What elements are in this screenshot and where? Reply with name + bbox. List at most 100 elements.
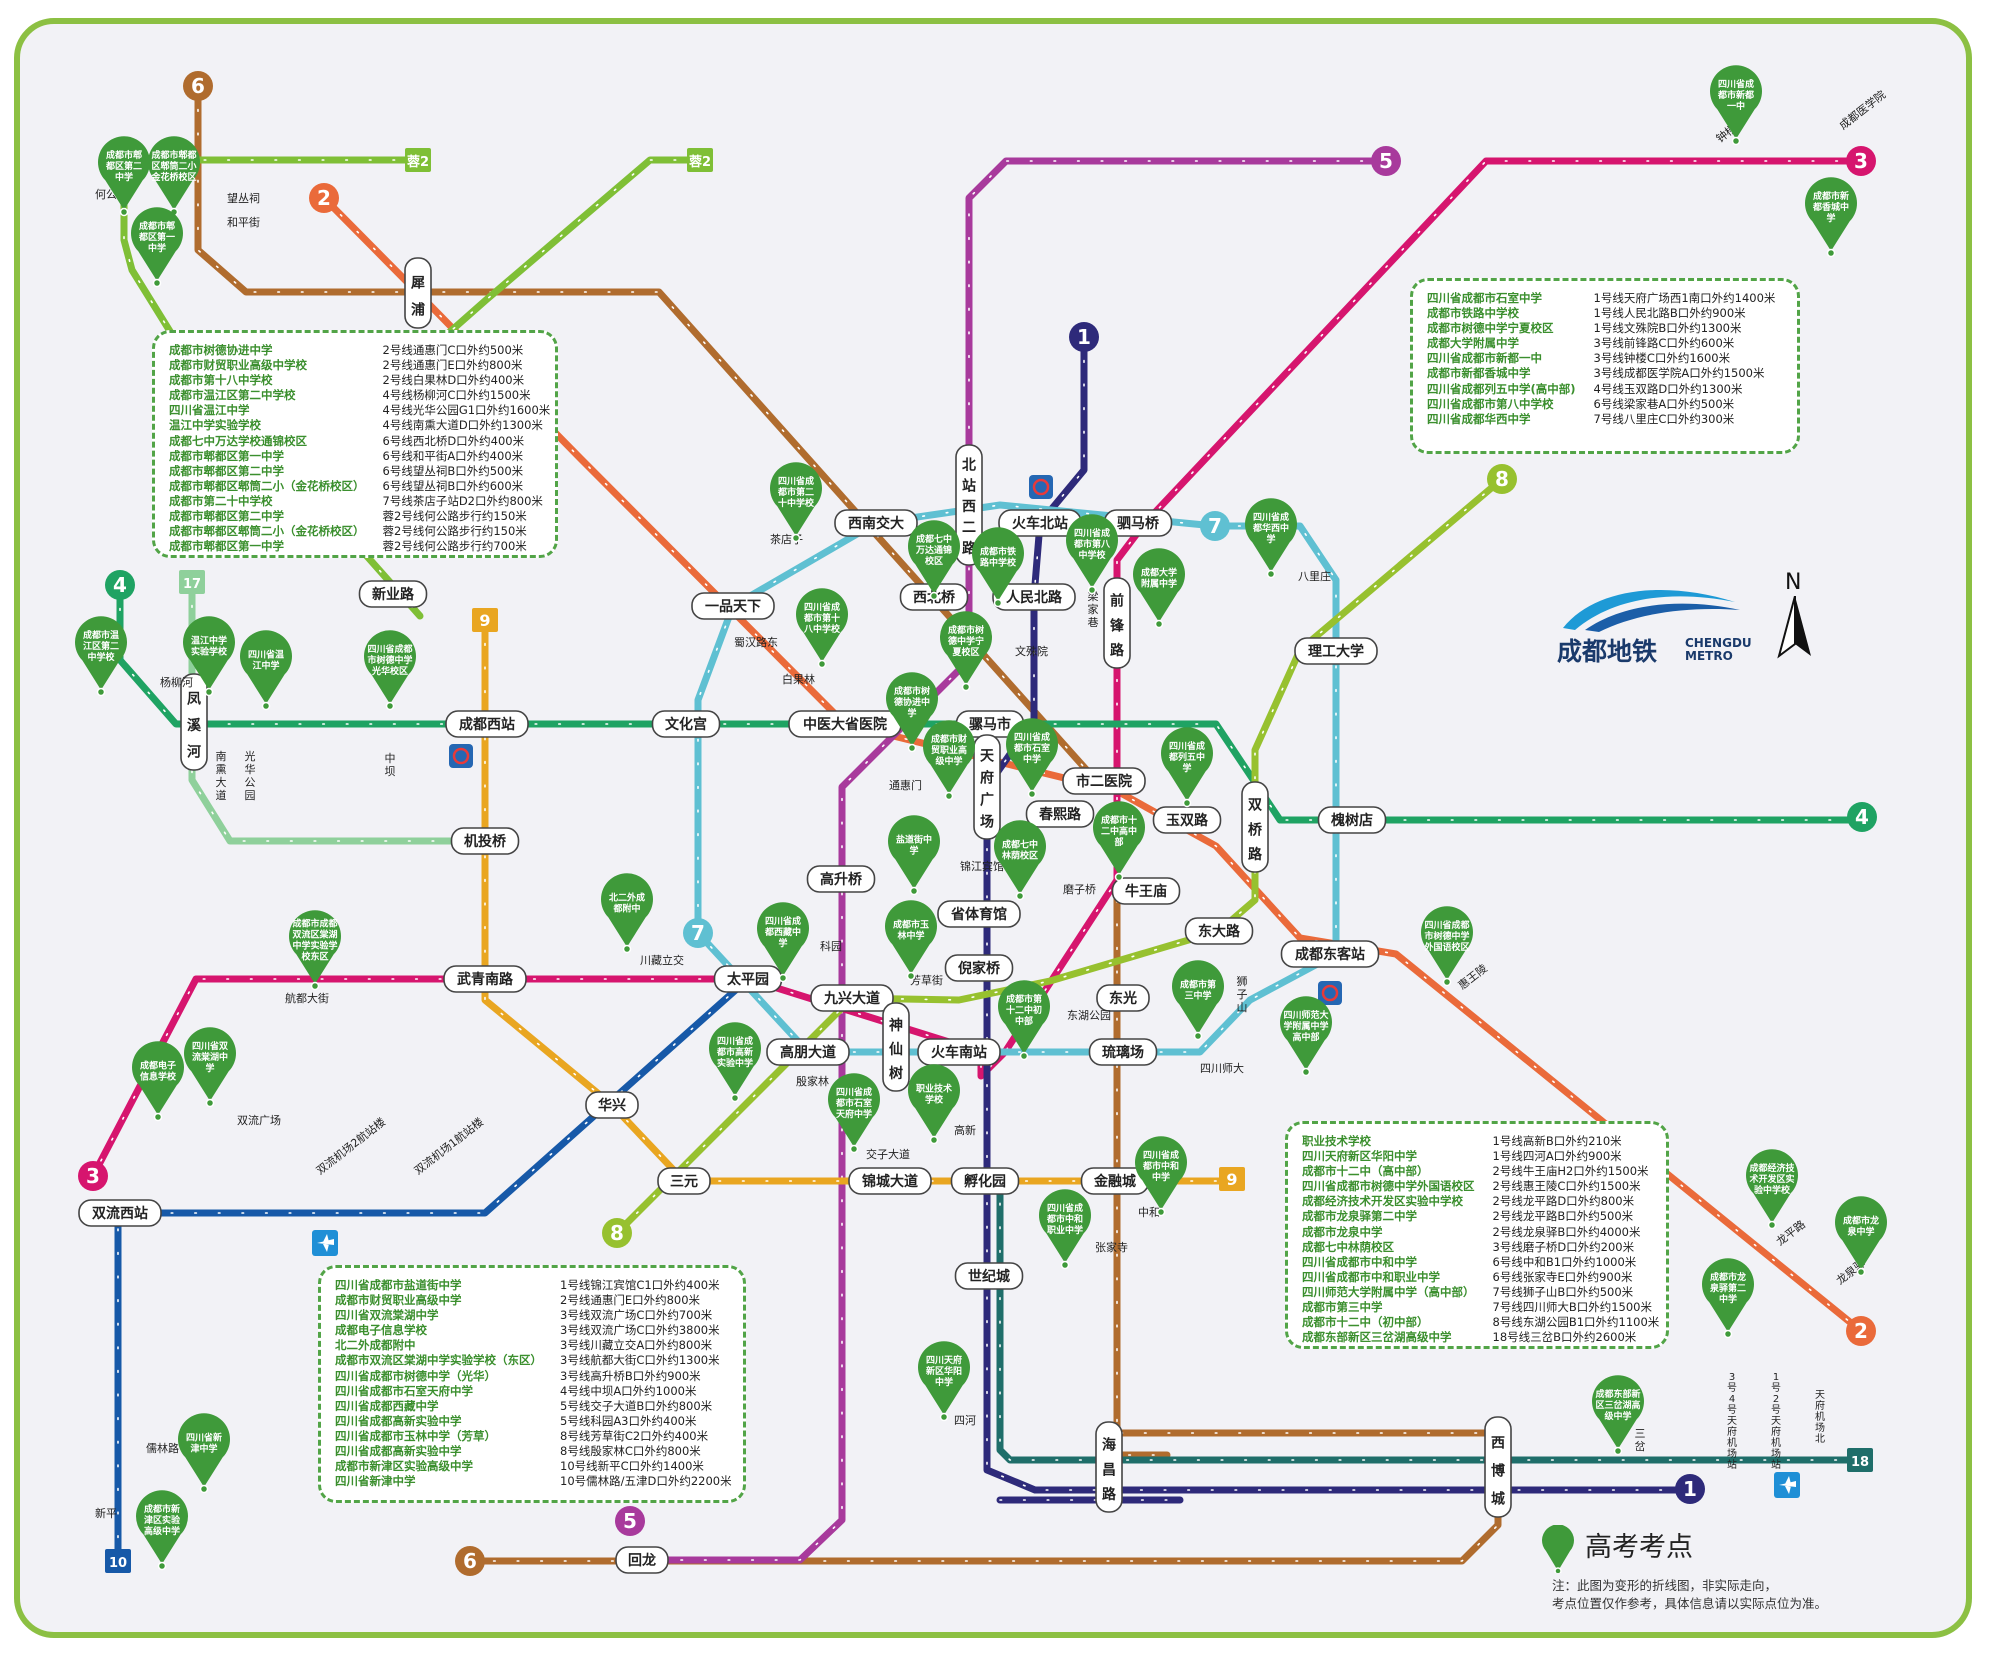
- station-label[interactable]: 牛王庙: [1111, 877, 1181, 905]
- line-badge[interactable]: 2: [1846, 1316, 1876, 1346]
- exam-site-pin[interactable]: 四川省成都列五中学四川省成都列五中学: [1161, 727, 1213, 808]
- exam-site-pin[interactable]: 成都市树德中学宁夏校区成都市树德中学宁夏校区: [940, 611, 992, 692]
- station-label[interactable]: 东大路: [1184, 917, 1254, 945]
- station-label[interactable]: 金融城: [1080, 1167, 1150, 1195]
- exam-site-pin[interactable]: 四川省成都市中和中学四川省成都市中和中学: [1135, 1136, 1187, 1217]
- station-label[interactable]: 武青南路: [443, 965, 527, 993]
- station-label[interactable]: 中医大省医院: [788, 710, 902, 738]
- station-label[interactable]: 东光: [1096, 984, 1150, 1012]
- exam-site-pin[interactable]: 成都市郫都区郫筒二小金花桥校区成都市郫都区郫筒二小(金花桥校区): [148, 136, 201, 217]
- exam-site-pin[interactable]: 四川省成都市树德中学外国语校区四川省成都市树德中学外国语校区: [1421, 906, 1473, 987]
- exam-site-pin[interactable]: 四川省成都华西中学四川省成都华西中学: [1245, 498, 1298, 579]
- station-label[interactable]: 文化宫: [651, 710, 721, 738]
- station-label[interactable]: 西南交大: [834, 509, 918, 537]
- station-label[interactable]: 高升桥: [806, 865, 876, 893]
- exam-site-pin[interactable]: 成都经济技术开发区实验中学校成都经济技术开发区实验中学校: [1746, 1149, 1799, 1230]
- exam-site-pin[interactable]: 四川省成都市第八中学校四川省成都市第八中学校: [1066, 514, 1118, 595]
- exam-site-pin[interactable]: 成都市玉林中学成都市玉林中学: [884, 900, 937, 981]
- exam-site-pin[interactable]: 四川天府新区华阳中学四川天府新区华阳中学: [918, 1341, 971, 1422]
- exam-site-pin[interactable]: 四川省成都市树德中学光华校区四川省成都市树德中学(光华校区): [364, 630, 416, 711]
- exam-site-pin[interactable]: 四川省成都西藏中学四川省成都西藏中学: [757, 902, 810, 983]
- station-label[interactable]: 火车南站: [917, 1038, 1001, 1066]
- exam-site-pin[interactable]: 四川省双流棠湖中学四川省双流棠湖中学: [183, 1027, 236, 1108]
- line-badge-square[interactable]: 10: [105, 1549, 131, 1573]
- exam-site-pin[interactable]: 成都市新津区实验高级中学成都市新津区实验高级中学: [136, 1490, 188, 1571]
- station-label[interactable]: 九兴大道: [810, 984, 894, 1012]
- exam-site-pin[interactable]: 四川省成都市第二十中学校四川省成都市第二十中学校: [770, 462, 823, 543]
- line-badge[interactable]: 3: [78, 1161, 108, 1191]
- station-label[interactable]: 琉璃场: [1088, 1038, 1158, 1066]
- station-label[interactable]: 华兴: [585, 1091, 639, 1119]
- exam-site-pin[interactable]: 四川省新津中学四川省新津中学: [178, 1413, 231, 1494]
- line-badge[interactable]: 6: [183, 71, 213, 101]
- exam-site-pin[interactable]: 成都市郫都区第二中学成都市郫都区第二中学: [98, 136, 150, 217]
- station-label[interactable]: 槐树店: [1317, 806, 1387, 834]
- line-badge-square[interactable]: 17: [179, 570, 205, 594]
- line-badge[interactable]: 4: [105, 570, 135, 600]
- line-badge[interactable]: 4: [1847, 802, 1877, 832]
- exam-site-pin[interactable]: 成都七中林荫校区成都七中林荫校区: [994, 820, 1047, 901]
- line-badge-square[interactable]: 蓉2: [405, 148, 431, 172]
- line-badge[interactable]: 1: [1675, 1474, 1705, 1504]
- line-badge-square[interactable]: 9: [1219, 1167, 1245, 1191]
- exam-site-pin[interactable]: 成都市树德协进中学成都市树德协进中学: [886, 672, 939, 753]
- line-badge[interactable]: 7: [1200, 511, 1230, 541]
- station-label[interactable]: 机投桥: [450, 827, 520, 855]
- line-badge[interactable]: 5: [1371, 146, 1401, 176]
- line-badge[interactable]: 6: [455, 1546, 485, 1576]
- station-label[interactable]: 驷马桥: [1103, 509, 1173, 537]
- station-label[interactable]: 新业路: [358, 580, 428, 608]
- station-label[interactable]: 倪家桥: [944, 954, 1014, 982]
- station-label[interactable]: 省体育馆: [937, 900, 1021, 928]
- line-badge[interactable]: 8: [602, 1218, 632, 1248]
- station-label[interactable]: 成都东客站: [1280, 940, 1380, 968]
- station-label[interactable]: 一品天下: [691, 592, 775, 620]
- line-badge[interactable]: 3: [1846, 146, 1876, 176]
- station-label-vertical[interactable]: 天府广场: [973, 734, 1001, 840]
- exam-site-pin[interactable]: 成都市龙泉中学成都市龙泉中学: [1835, 1196, 1887, 1277]
- exam-site-pin[interactable]: 四川省成都市第十八中学校四川省成都市第十八中学校: [796, 588, 848, 669]
- line-badge[interactable]: 1: [1069, 322, 1099, 352]
- station-label-vertical[interactable]: 神仙树: [882, 1002, 910, 1092]
- station-label[interactable]: 回龙: [615, 1546, 669, 1574]
- exam-site-pin[interactable]: 四川省温江中学四川省温江中学: [240, 630, 292, 711]
- exam-site-pin[interactable]: 成都市龙泉驿第二中学成都市龙泉驿第二中学: [1701, 1258, 1755, 1339]
- exam-site-pin[interactable]: 四川省成都市石室中学四川省成都市石室中学: [1006, 718, 1058, 799]
- exam-site-pin[interactable]: 成都市成都双流区棠湖中学实验学校东区成都市成都双流区棠湖中学实验学校(东区): [289, 910, 341, 991]
- line-badge[interactable]: 2: [309, 183, 339, 213]
- station-label-vertical[interactable]: 西博城: [1484, 1416, 1512, 1518]
- line-badge[interactable]: 7: [683, 918, 713, 948]
- exam-site-pin[interactable]: 成都市十二中高中部成都市十二中(高中部): [1092, 801, 1145, 882]
- station-label[interactable]: 双流西站: [78, 1199, 162, 1227]
- station-label[interactable]: 太平园: [713, 965, 783, 993]
- station-label[interactable]: 成都西站: [445, 710, 529, 738]
- station-label[interactable]: 市二医院: [1062, 767, 1146, 795]
- station-label[interactable]: 高朋大道: [766, 1038, 850, 1066]
- station-label[interactable]: 孵化园: [950, 1167, 1020, 1195]
- line-badge-square[interactable]: 蓉2: [687, 148, 713, 172]
- line-badge-square[interactable]: 9: [472, 608, 498, 632]
- line-badge-square[interactable]: 18: [1847, 1448, 1873, 1472]
- exam-site-pin[interactable]: 成都市温江区第二中学校成都市温江区第二中学校: [74, 616, 128, 697]
- exam-site-pin[interactable]: 北二外成都附中北二外成都附中: [601, 873, 653, 954]
- exam-site-pin[interactable]: 成都市第三中学成都市第三中学: [1172, 960, 1225, 1041]
- exam-site-pin[interactable]: 成都市财贸职业高级中学成都市财贸职业高级中学: [923, 720, 975, 801]
- station-label[interactable]: 理工大学: [1294, 637, 1378, 665]
- station-label-vertical[interactable]: 前锋路: [1103, 577, 1131, 669]
- exam-site-pin[interactable]: 四川省成都市石室天府中学四川省成都市石室天府中学: [828, 1073, 880, 1154]
- exam-site-pin[interactable]: 成都七中万达通锦校区成都七中万达通锦校区: [908, 520, 961, 601]
- exam-site-pin[interactable]: 成都市铁路中学校成都市铁路中学校: [972, 527, 1025, 608]
- exam-site-pin[interactable]: 成都电子信息学校成都电子信息学校: [132, 1041, 184, 1122]
- station-label[interactable]: 世纪城: [954, 1262, 1024, 1290]
- exam-site-pin[interactable]: 四川师范大学附属中学高中部四川师范大学附属中学高中部: [1280, 996, 1333, 1077]
- station-label[interactable]: 锦城大道: [848, 1167, 932, 1195]
- exam-site-pin[interactable]: 成都东部新区三岔湖高级中学成都东部新区三岔湖高级中学: [1592, 1375, 1645, 1456]
- exam-site-pin[interactable]: 职业技术学校职业技术学校: [908, 1064, 961, 1145]
- station-label[interactable]: 三元: [657, 1167, 711, 1195]
- exam-site-pin[interactable]: 温江中学实验学校温江中学实验学校: [183, 616, 235, 697]
- exam-site-pin[interactable]: 成都大学附属中学成都大学附属中学: [1133, 548, 1186, 629]
- exam-site-pin[interactable]: 盐道街中学盐道街中学: [888, 815, 941, 896]
- line-badge[interactable]: 8: [1487, 464, 1517, 494]
- exam-site-pin[interactable]: 成都市郫都区第一中学成都市郫都区第一中学: [131, 207, 184, 288]
